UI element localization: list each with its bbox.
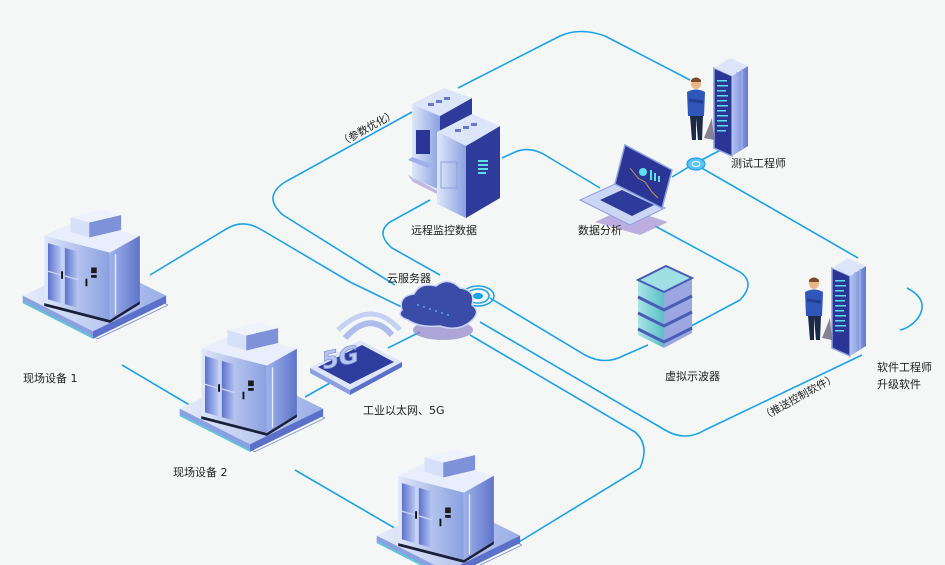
data-analysis-label: 数据分析 [578,224,622,237]
5g-signal-icon: 5G [310,311,402,395]
signal-hub-icon [686,157,706,171]
connector-software-loop [899,287,923,331]
connector-cloud-to-scope [489,297,649,362]
cloud-server-label: 云服务器 [387,272,431,285]
field-device-3-icon[interactable] [375,448,522,565]
field-device-1-label: 现场设备 1 [23,372,78,385]
test-engineer-label: 测试工程师 [731,157,786,170]
network-label: 工业以太网、5G [363,404,445,417]
remote-monitoring-server-icon[interactable] [408,88,500,218]
connector-cloud-to-device3 [469,334,645,546]
connector-remote-to-analysis [501,148,601,189]
connector-remote-to-test-engineer [457,30,691,89]
software-engineer-icon[interactable] [803,258,868,358]
data-analysis-laptop-icon[interactable] [578,143,673,235]
test-engineer-icon[interactable] [685,58,750,158]
connector-device2-to-5g [304,382,331,398]
cloud-server-icon[interactable] [399,280,478,340]
connector-device1-to-device2 [121,364,199,411]
virtual-oscilloscope-label: 虚拟示波器 [665,370,720,383]
field-device-1-icon[interactable] [21,208,168,340]
connector-5g-to-cloud [387,331,421,349]
remote-monitoring-label: 远程监控数据 [411,224,477,237]
connector-device1-to-cloud [149,223,409,311]
virtual-oscilloscope-icon[interactable] [635,264,695,348]
connector-device2-to-device3 [294,469,399,531]
connector-cloud-to-software-engineer [479,321,863,437]
connector-remote-to-cloud-loop [382,199,441,276]
connectors [121,30,923,546]
connector-analysis-to-scope [654,225,749,333]
connector-hub-to-software-engineer [699,166,859,259]
connector-param-optimization [272,111,413,286]
field-device-2-label: 现场设备 2 [173,466,228,479]
upgrade-software-label: 升级软件 [877,378,921,391]
field-device-2-icon[interactable] [178,321,325,453]
software-engineer-label: 软件工程师 [877,361,932,374]
